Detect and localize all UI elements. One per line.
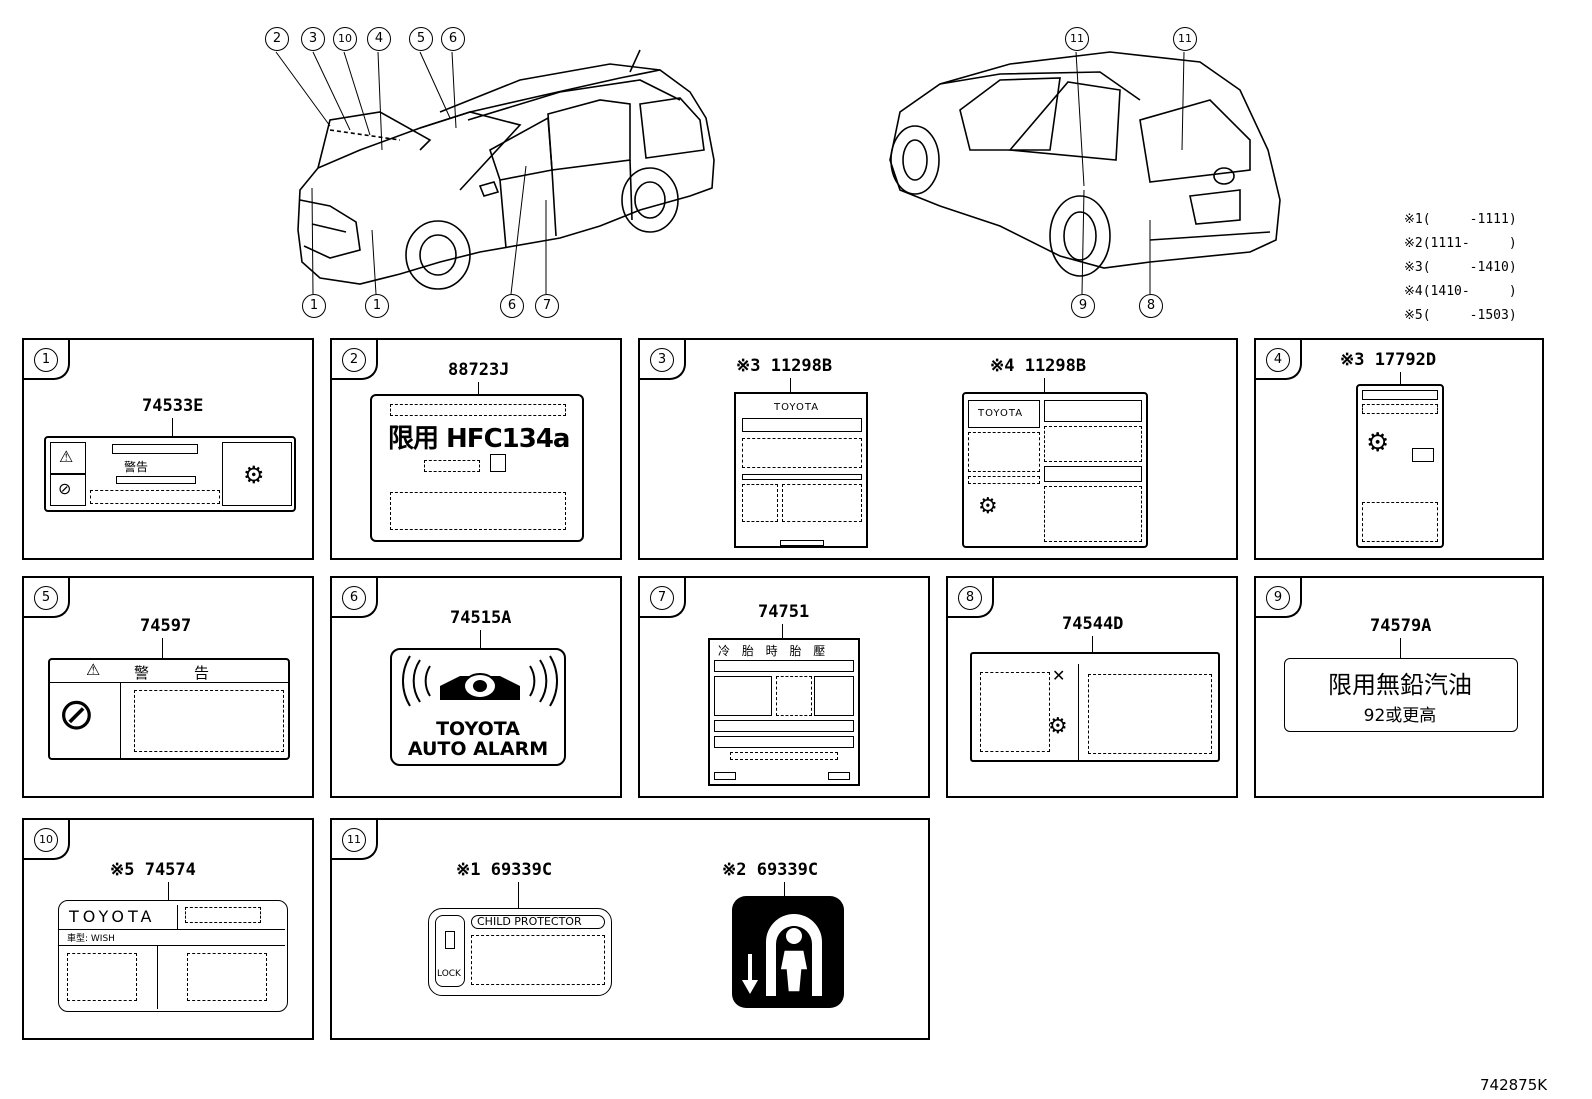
callout-11b: 11: [1173, 27, 1197, 51]
panel-7: 7 74751 冷 胎 時 胎 壓: [638, 576, 930, 798]
brand: TOYOTA: [774, 402, 820, 413]
part-number-a: ※1 69339C: [456, 860, 553, 880]
panel-index: 1: [34, 348, 58, 372]
label-88723j: 限用 HFC134a: [370, 394, 584, 542]
fuel-line-1: 限用無鉛汽油: [1328, 671, 1472, 699]
alarm-line-1: TOYOTA: [436, 718, 520, 740]
part-number-b: ※4 11298B: [990, 356, 1087, 376]
panel-index: 6: [342, 586, 366, 610]
child-protector-text: CHILD PROTECTOR: [477, 915, 582, 928]
part-number-b: ※2 69339C: [722, 860, 819, 880]
label-74544d: ✕ ⚙: [970, 652, 1220, 762]
callout-8: 8: [1139, 294, 1163, 318]
callout-7: 7: [535, 294, 559, 318]
fuel-line-2: 92或更高: [1363, 706, 1437, 726]
panel-index: 11: [342, 828, 366, 852]
brand: TOYOTA: [978, 408, 1024, 419]
child-lock-icon: [742, 914, 822, 996]
part-number: 74751: [758, 602, 810, 622]
part-number: 88723J: [448, 360, 510, 380]
panel-3: 3 ※3 11298B TOYOTA ※4 11298B TOYOTA ⚙: [638, 338, 1238, 560]
panel-index: 7: [650, 586, 674, 610]
callout-11a: 11: [1065, 27, 1089, 51]
panel-1: 1 74533E ⚠ ⊘ 警告 ⚙: [22, 338, 314, 560]
model: 車型: WISH: [67, 934, 115, 944]
callout-2: 2: [265, 27, 289, 51]
lock-text: LOCK: [437, 969, 461, 979]
panel-index: 9: [1266, 586, 1290, 610]
alarm-line-2: AUTO ALARM: [407, 738, 549, 760]
warning-text: 警告: [124, 460, 149, 474]
callout-3: 3: [301, 27, 325, 51]
brand: TOYOTA: [69, 907, 156, 926]
label-74597: ⚠ 警 告 ⊘: [48, 658, 290, 760]
label-child-protector: LOCK CHILD PROTECTOR: [428, 908, 612, 996]
callout-6b: 6: [500, 294, 524, 318]
panel-index: 10: [34, 828, 58, 852]
callout-6: 6: [441, 27, 465, 51]
panel-10: 10 ※5 74574 TOYOTA 車型: WISH: [22, 818, 314, 1040]
callout-1a: 1: [302, 294, 326, 318]
part-number: 74515A: [450, 608, 512, 628]
note-4: ※4(1410- ): [1404, 284, 1517, 299]
callout-9: 9: [1071, 294, 1095, 318]
part-number: 74544D: [1062, 614, 1124, 634]
part-number: 74533E: [142, 396, 204, 416]
tire-pressure-title: 冷 胎 時 胎 壓: [718, 644, 830, 658]
diagram-reference-code: 742875K: [1480, 1076, 1548, 1094]
label-74533e: ⚠ ⊘ 警告 ⚙: [44, 436, 296, 512]
label-11298b-b: TOYOTA ⚙: [962, 392, 1148, 548]
panel-index: 4: [1266, 348, 1290, 372]
panel-4: 4 ※3 17792D ⚙: [1254, 338, 1544, 560]
label-11298b-a: TOYOTA: [734, 392, 868, 548]
panel-index: 2: [342, 348, 366, 372]
panel-8: 8 74544D ✕ ⚙: [946, 576, 1238, 798]
label-74579a: 限用無鉛汽油 92或更高: [1284, 658, 1518, 732]
alarm-car-graphic: [401, 655, 559, 707]
panel-5: 5 74597 ⚠ 警 告 ⊘: [22, 576, 314, 798]
label-74751: 冷 胎 時 胎 壓: [708, 638, 860, 786]
label-17792d: ⚙: [1356, 384, 1444, 548]
rear-vehicle-illustration: [889, 51, 1281, 295]
part-number: ※5 74574: [110, 860, 196, 880]
warning-text: 警 告: [134, 664, 210, 682]
part-number: 74579A: [1370, 616, 1432, 636]
note-3: ※3( -1410): [1404, 260, 1517, 275]
part-number: 74597: [140, 616, 192, 636]
refrigerant-text: 限用 HFC134a: [388, 424, 570, 454]
callout-10: 10: [333, 27, 357, 51]
front-vehicle-illustration: [275, 49, 715, 295]
note-2: ※2(1111- ): [1404, 236, 1517, 251]
panel-index: 8: [958, 586, 982, 610]
panel-9: 9 74579A 限用無鉛汽油 92或更高: [1254, 576, 1544, 798]
panel-index: 3: [650, 348, 674, 372]
callout-1b: 1: [365, 294, 389, 318]
label-74574: TOYOTA 車型: WISH: [58, 900, 288, 1012]
label-child-lock-pictogram: [732, 896, 844, 1008]
note-5: ※5( -1503): [1404, 308, 1517, 323]
panel-11: 11 ※1 69339C LOCK CHILD PROTECTOR ※2 693…: [330, 818, 930, 1040]
panel-2: 2 88723J 限用 HFC134a: [330, 338, 622, 560]
note-1: ※1( -1111): [1404, 212, 1517, 227]
callout-5: 5: [409, 27, 433, 51]
part-number: ※3 17792D: [1340, 350, 1437, 370]
panel-6: 6 74515A TOYOTA AUTO ALARM: [330, 576, 622, 798]
callout-4: 4: [367, 27, 391, 51]
part-number-a: ※3 11298B: [736, 356, 833, 376]
label-74515a: TOYOTA AUTO ALARM: [390, 648, 566, 766]
panel-index: 5: [34, 586, 58, 610]
